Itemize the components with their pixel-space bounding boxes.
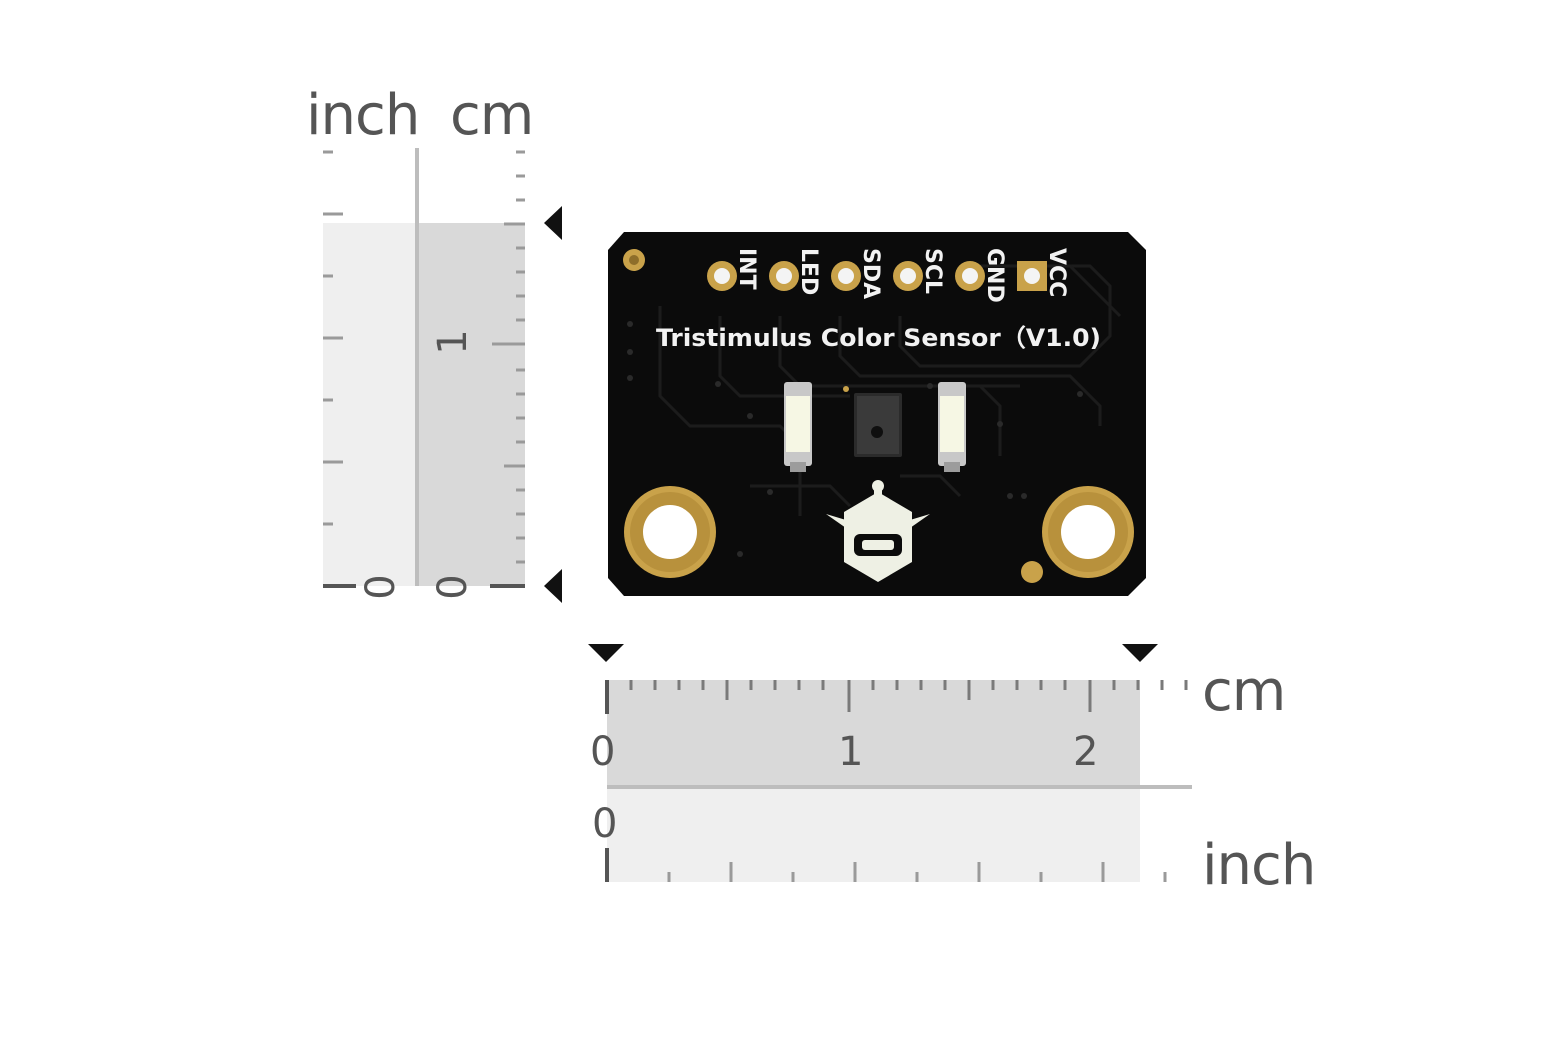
pin-label-int: INT [734,248,759,290]
horizontal-ruler-cm-number-2: 2 [1073,729,1099,775]
horizontal-ruler-cm-number-1: 1 [838,729,864,775]
horizontal-ruler-cm-number-0: 0 [590,729,616,775]
vertical-ruler-cm-label: cm [450,83,534,148]
mounting-hole-icon [1042,486,1134,578]
arrow-marker-icon [544,569,562,603]
pin-pads [707,261,1047,291]
led-icon [938,382,966,472]
arrow-marker-icon [1122,644,1158,662]
vertical-ruler-inch-ticks [323,150,343,526]
dfrobot-logo-icon [826,480,930,582]
fiducial-bottom-right [1021,561,1043,583]
board-vias [627,321,1083,557]
pin-label-sda: SDA [858,248,883,299]
arrow-marker-icon [588,644,624,662]
horizontal-ruler-inch-zero: 0 [592,801,618,847]
horizontal-ruler-graphic [588,644,1192,882]
vertical-ruler-inch-label: inch [306,83,420,148]
horizontal-ruler-inch-label: inch [1202,833,1316,898]
horizontal-ruler-cm-ticks [629,680,1188,712]
led-icon [784,382,812,472]
vertical-ruler-inch-zero: 0 [358,574,404,600]
pin-label-scl: SCL [920,248,945,294]
pin-label-led: LED [796,248,821,295]
vertical-ruler-cm-band [418,223,525,586]
pin-label-gnd: GND [982,248,1007,303]
pin-label-vcc: VCC [1044,248,1069,297]
mounting-hole-icon [624,486,716,578]
vertical-ruler: inch cm [300,80,580,620]
vertical-ruler-inch-band [323,223,418,586]
horizontal-ruler-inch-band [607,788,1140,882]
horizontal-ruler-cm-label: cm [1202,659,1286,724]
vertical-ruler-graphic [323,148,562,603]
sensor-board: INT LED SDA SCL GND VCC Tristimulus Colo… [600,226,1155,602]
horizontal-ruler-cm-band [607,680,1140,786]
vertical-ruler-cm-one: 1 [430,329,476,355]
arrow-marker-icon [544,206,562,240]
board-title: Tristimulus Color Sensor（V1.0) [656,324,1101,352]
vertical-ruler-cm-ticks [492,150,525,564]
vertical-ruler-cm-zero: 0 [430,574,476,600]
board-traces [658,264,1122,516]
horizontal-ruler-inch-ticks [667,862,1167,882]
sensor-chip-icon [843,386,902,457]
horizontal-ruler: cm inch 0 1 2 0 [580,636,1340,906]
